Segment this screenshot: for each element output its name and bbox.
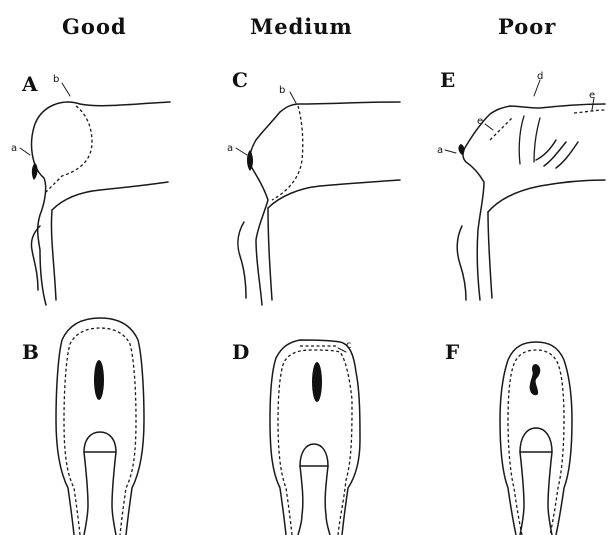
top-view-poor — [500, 342, 572, 535]
top-view-medium — [270, 340, 360, 535]
annotation-d-poor: d — [537, 71, 543, 82]
annotation-a-medium: a — [227, 143, 233, 154]
face-mark-top-poor — [530, 364, 541, 395]
annotation-b-medium: b — [279, 85, 285, 96]
face-mark-top-medium — [312, 362, 322, 402]
face-mark-top-good — [94, 360, 104, 400]
side-view-good — [20, 83, 170, 305]
annotation-c-medium: c — [346, 340, 352, 351]
annotation-b-good: b — [53, 74, 59, 85]
annotation-e-poor-2: e — [589, 90, 595, 101]
top-view-good — [56, 318, 144, 535]
face-mark-good — [32, 163, 38, 180]
annotation-a-good: a — [11, 143, 17, 154]
annotation-e-poor-1: e — [477, 116, 483, 127]
side-view-poor — [445, 80, 605, 300]
annotation-a-poor: a — [437, 145, 443, 156]
side-view-medium — [236, 92, 400, 305]
